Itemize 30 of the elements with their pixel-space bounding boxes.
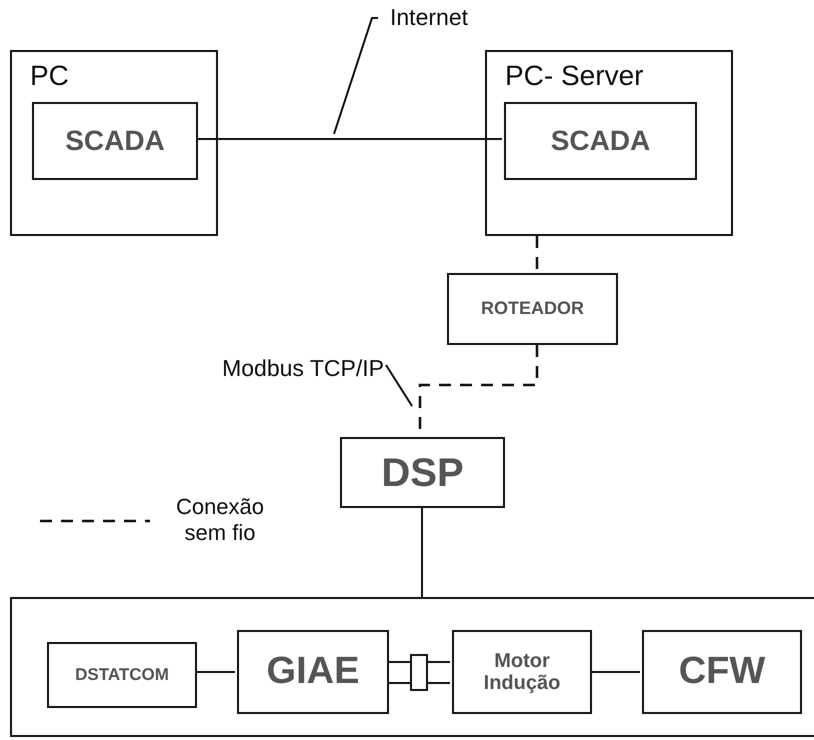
computer-label: PC- Server: [505, 60, 644, 92]
system-box: [10, 597, 814, 737]
computer-box: [10, 50, 218, 236]
component-box: [504, 102, 697, 180]
computer-box: [485, 50, 733, 236]
connection-line: [196, 138, 502, 140]
leader-line: [385, 364, 413, 407]
connection-line: [195, 671, 235, 673]
box-label: Motor Indução: [482, 650, 562, 694]
computer-label: PC: [30, 60, 69, 92]
component-box: [47, 642, 197, 708]
box-label: ROTEADOR: [481, 299, 584, 319]
component-box: [452, 630, 592, 714]
connection-label: Internet: [378, 4, 468, 31]
connection-label: Modbus TCP/IP: [140, 355, 384, 382]
leader-line: [333, 17, 378, 134]
component-box: [237, 630, 389, 714]
component-box: [32, 102, 198, 180]
box-label: CFW: [678, 651, 766, 693]
box-label: DSP: [381, 450, 464, 494]
connection-line: [590, 671, 640, 673]
box-label: SCADA: [550, 126, 650, 156]
legend-label: Conexão sem fio: [174, 494, 266, 547]
box-label: GIAE: [266, 651, 360, 693]
device-box: [340, 437, 505, 508]
device-box: [447, 273, 618, 345]
box-label: DSTATCOM: [75, 666, 169, 684]
box-label: SCADA: [65, 126, 165, 156]
connection-line: [421, 508, 423, 597]
component-box: [642, 630, 802, 714]
